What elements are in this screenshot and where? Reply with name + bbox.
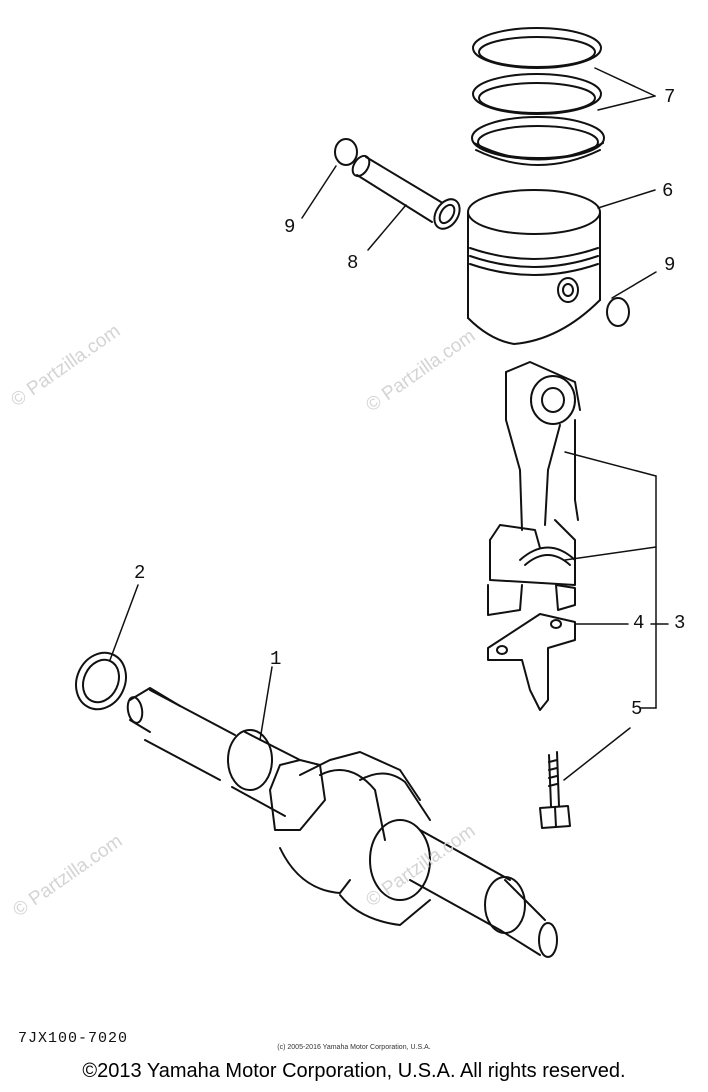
leader-lines	[109, 67, 669, 781]
rod-cap	[487, 613, 576, 711]
diagram-code: 7JX100-7020	[18, 1030, 129, 1047]
piston-rings	[471, 27, 605, 166]
piston	[467, 189, 601, 345]
callout-9-right: 9	[664, 254, 676, 276]
callout-5: 5	[631, 698, 643, 720]
callout-4: 4	[633, 612, 645, 634]
callout-8: 8	[347, 252, 359, 274]
callout-2: 2	[134, 562, 146, 584]
piston-pin	[351, 154, 461, 230]
callout-6: 6	[662, 180, 674, 202]
footer-copyright: ©2013 Yamaha Motor Corporation, U.S.A. A…	[82, 1060, 626, 1082]
callout-1: 1	[270, 648, 282, 670]
circlips	[334, 138, 630, 327]
oil-seal	[75, 651, 127, 711]
callout-7: 7	[664, 86, 676, 108]
small-copyright: (c) 2005-2016 Yamaha Motor Corporation, …	[277, 1044, 431, 1051]
crankshaft	[126, 687, 558, 958]
callout-9-left: 9	[284, 216, 296, 238]
callout-3: 3	[674, 612, 686, 634]
rod-bolt	[539, 751, 571, 829]
connecting-rod	[487, 361, 581, 616]
